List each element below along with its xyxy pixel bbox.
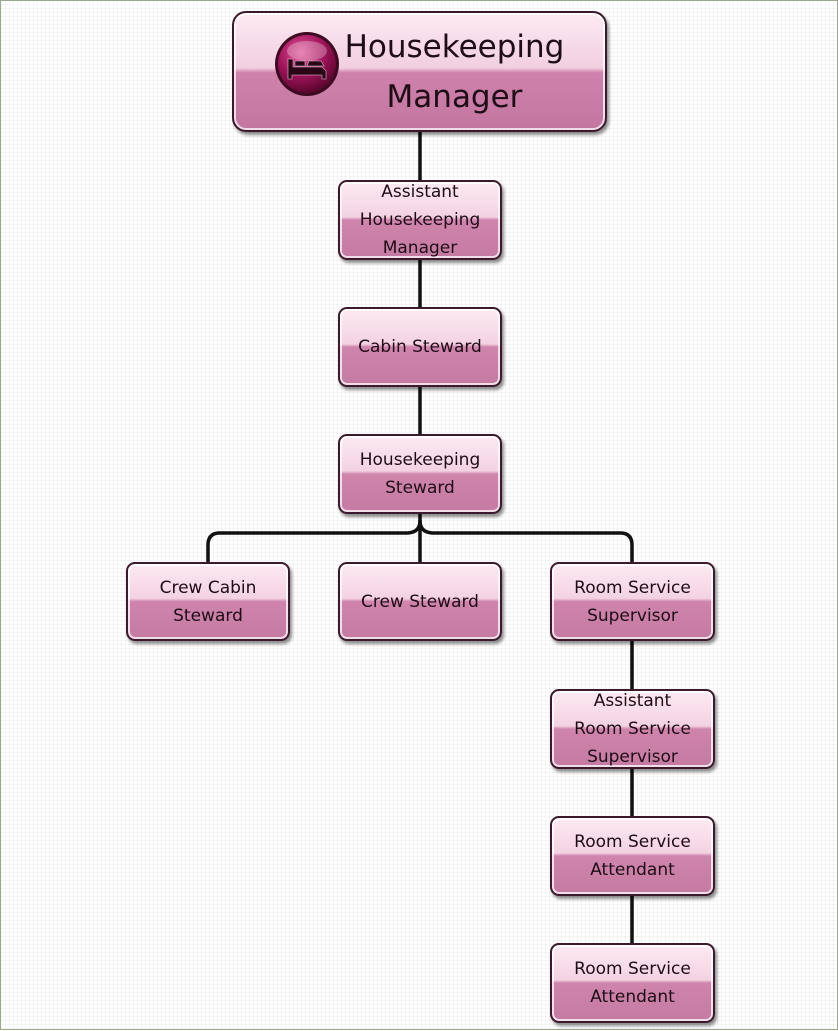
node-label: Assistant Housekeeping Manager [359,182,481,258]
node-label: Housekeeping Steward [359,450,481,498]
node-label: Housekeeping Manager [344,28,565,115]
node-cabin-steward[interactable]: Cabin Steward [338,307,502,387]
node-assistant-room-service-supervisor[interactable]: Assistant Room Service Supervisor [550,689,715,769]
node-crew-steward[interactable]: Crew Steward [338,562,502,641]
node-room-service-attendant-2[interactable]: Room Service Attendant [550,943,715,1023]
node-room-service-supervisor[interactable]: Room Service Supervisor [550,562,715,641]
node-label: Room Service Supervisor [574,577,691,626]
node-label: Assistant Room Service Supervisor [574,691,691,767]
node-crew-cabin-steward[interactable]: Crew Cabin Steward [126,562,290,641]
bed-icon [275,32,339,96]
node-label: Room Service Attendant [574,832,691,880]
node-label: Room Service Attendant [574,959,691,1007]
node-label: Crew Cabin Steward [159,577,257,626]
node-label: Cabin Steward [358,337,482,357]
node-label: Crew Steward [361,591,479,612]
connector-housekeeping-steward-branch [206,512,422,564]
node-housekeeping-steward[interactable]: Housekeeping Steward [338,434,502,514]
node-housekeeping-manager[interactable]: Housekeeping Manager [232,11,607,132]
node-room-service-attendant-1[interactable]: Room Service Attendant [550,816,715,896]
connector-housekeeping-steward-to-room-service-supervisor [418,519,634,564]
node-assistant-housekeeping-manager[interactable]: Assistant Housekeeping Manager [338,180,502,260]
